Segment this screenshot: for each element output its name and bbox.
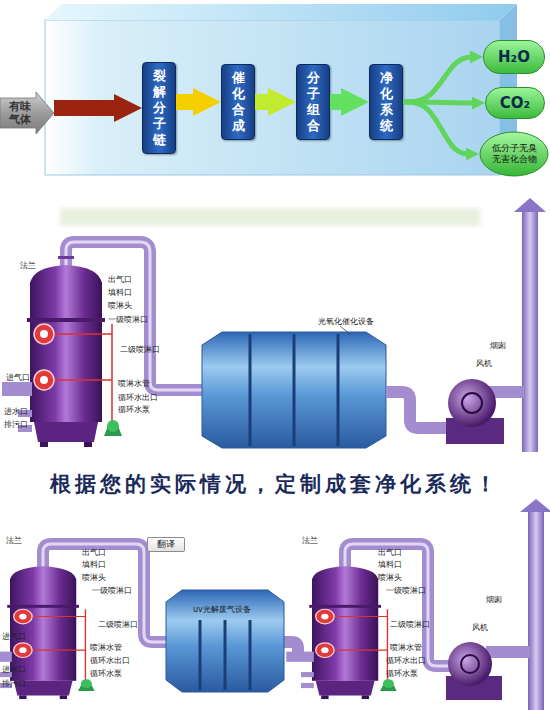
node-text: 翻译	[157, 540, 175, 549]
device-panel-line	[199, 620, 202, 690]
flow-arrow	[255, 94, 279, 110]
ellipse-outline	[480, 132, 548, 176]
pipe	[486, 646, 530, 658]
fan-hub	[461, 655, 479, 673]
spray-tower	[286, 566, 396, 699]
chimney	[522, 212, 538, 452]
part-label: 填料口	[82, 561, 106, 569]
node-text: 催化合成	[231, 70, 245, 134]
part-label: uv光解废气设备	[193, 606, 251, 614]
part-label: 进气口	[6, 374, 30, 382]
node-text: 净化系统	[379, 70, 393, 134]
flow-arrow	[403, 57, 475, 102]
part-label: 一级喷淋口	[92, 587, 132, 595]
part-label: 喷淋水管	[118, 380, 150, 388]
node-text: 有味气体	[7, 100, 33, 126]
flow-arrow	[176, 94, 204, 110]
device-panel-line	[249, 620, 252, 690]
node-text: H₂O	[498, 50, 530, 65]
node-text: 裂解分子链	[152, 68, 166, 148]
uv-device	[166, 590, 284, 692]
part-label: 出气口	[108, 276, 132, 284]
flow-arrow	[54, 100, 125, 116]
arrow-outline	[0, 92, 54, 134]
pipe	[386, 392, 452, 428]
device-panel-line	[249, 334, 252, 446]
part-label: 出气口	[378, 549, 402, 557]
chimney-cap	[514, 198, 546, 212]
output-pill: H₂O	[483, 40, 545, 74]
part-label: 填料口	[108, 289, 132, 297]
part-label: 循环水泵	[386, 670, 418, 678]
part-label: 进水口	[2, 666, 26, 674]
part-label: 二级喷淋口	[98, 621, 138, 629]
part-label: 喷淋水管	[90, 644, 122, 652]
translate-button: 翻译	[147, 537, 185, 552]
part-label: 烟囱	[486, 596, 502, 604]
spray-tower	[2, 265, 122, 447]
device-panel-line	[224, 620, 227, 690]
output-ellipse: 低分子无臭无害化合物	[479, 131, 549, 177]
spray-tower	[0, 566, 95, 699]
process-box: 催化合成	[221, 64, 255, 140]
box-front	[45, 20, 500, 175]
part-label: 喷淋头	[82, 574, 106, 582]
chimney-cap	[520, 499, 550, 512]
node-text: CO₂	[500, 96, 530, 111]
part-label: 循环水出口	[90, 657, 130, 665]
part-label: 喷淋头	[378, 574, 402, 582]
flow-arrow	[403, 102, 477, 103]
node-text: 分子组合	[306, 70, 320, 134]
part-label: 一级喷淋口	[108, 316, 148, 324]
part-label: 循环水出口	[118, 394, 158, 402]
part-label: 喷淋水管	[390, 644, 422, 652]
flow-arrow	[403, 102, 471, 154]
photo-oxidation-device	[202, 332, 386, 448]
part-label: 出气口	[82, 549, 106, 557]
part-label: 风机	[476, 360, 492, 368]
device-panel-line	[337, 334, 340, 446]
part-label: 二级喷淋口	[390, 621, 430, 629]
blurred-band	[60, 208, 480, 226]
part-label: 排污口	[4, 421, 28, 429]
input-arrow: 有味气体	[0, 92, 54, 134]
part-label: 法兰	[6, 537, 22, 545]
part-label: 循环水出口	[386, 657, 426, 665]
part-label: 二级喷淋口	[120, 346, 160, 354]
part-label: 循环水泵	[118, 406, 150, 414]
part-label: 光氧化催化设备	[318, 318, 374, 326]
process-box: 分子组合	[296, 64, 330, 140]
leader-line	[340, 326, 350, 334]
part-label: 喷淋头	[108, 302, 132, 310]
device-panel-line	[293, 334, 296, 446]
process-box: 净化系统	[369, 64, 403, 140]
part-label: 循环水泵	[90, 670, 122, 678]
fan	[448, 379, 496, 427]
fan	[448, 642, 492, 686]
box-top	[45, 4, 517, 20]
fan-hub	[462, 393, 482, 413]
part-label: 法兰	[20, 262, 36, 270]
part-label: 进水口	[4, 408, 28, 416]
flow-arrow	[330, 94, 352, 110]
part-label: 烟囱	[490, 342, 506, 350]
process-box: 裂解分子链	[142, 62, 176, 154]
part-label: 进气口	[2, 633, 26, 641]
banner-heading: 根据您的实际情况，定制成套净化系统！	[0, 474, 550, 495]
part-label: 法兰	[302, 537, 318, 545]
part-label: 一级喷淋口	[386, 587, 426, 595]
flange	[58, 256, 74, 259]
part-label: 风机	[472, 624, 488, 632]
chimney	[528, 512, 544, 710]
node-text: 低分子无臭无害化合物	[488, 143, 540, 165]
part-label: 填料口	[378, 561, 402, 569]
part-label: 排污口	[2, 680, 26, 688]
output-pill: CO₂	[485, 87, 545, 119]
